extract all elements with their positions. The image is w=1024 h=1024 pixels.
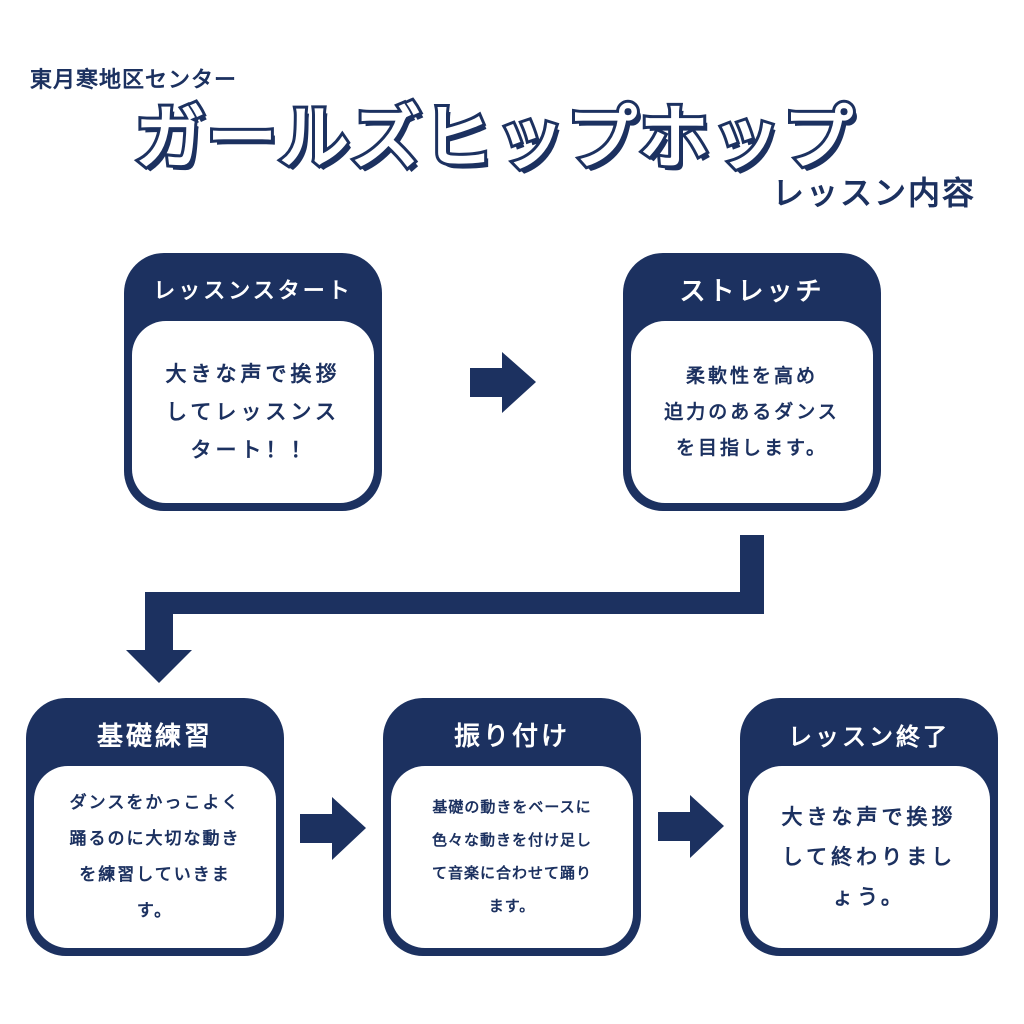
step-title: レッスン終了 [788, 722, 950, 751]
step-card-choreography: 振り付け 基礎の動きをベースに 色々な動きを付け足し て音楽に合わせて踊り ます… [383, 698, 641, 956]
step-title: レッスンスタート [153, 279, 353, 304]
step-card-basic-practice: 基礎練習 ダンスをかっこよく 踊るのに大切な動き を練習していきま す。 [26, 698, 284, 956]
step-description: 柔軟性を高め 迫力のあるダンス を目指します。 [631, 321, 873, 503]
step-description-line: ます。 [488, 897, 536, 915]
step-description-line: してレッスンス [166, 400, 340, 424]
step-description-line: 基礎の動きをベースに [432, 798, 592, 816]
step-description-line: を練習していきま [79, 865, 231, 885]
step-description: 大きな声で挨拶 して終わりまし ょう。 [748, 766, 990, 948]
arrow-down-head [126, 650, 192, 683]
step-card-lesson-end: レッスン終了 大きな声で挨拶 して終わりまし ょう。 [740, 698, 998, 956]
organization-name: 東月寒地区センター [30, 68, 238, 93]
step-card-stretch: ストレッチ 柔軟性を高め 迫力のあるダンス を目指します。 [623, 253, 881, 511]
step-description: ダンスをかっこよく 踊るのに大切な動き を練習していきま す。 [34, 766, 276, 948]
step-description-line: ょう。 [832, 885, 906, 909]
step-title: 基礎練習 [96, 721, 213, 752]
arrow-right-2 [300, 797, 366, 860]
step-description-line: 大きな声で挨拶 [165, 362, 341, 386]
step-title: 振り付け [453, 721, 570, 752]
step-description-line: 色々な動きを付け足し [431, 831, 592, 849]
step-description-line: を目指します。 [675, 437, 829, 459]
step-description-line: 迫力のあるダンス [664, 401, 840, 423]
step-description: 大きな声で挨拶 してレッスンス タート！！ [132, 321, 374, 503]
step-description-line: て音楽に合わせて踊り [431, 864, 592, 882]
step-description-line: 踊るのに大切な動き [69, 829, 241, 849]
step-description-line: 柔軟性を高め [685, 365, 818, 387]
step-description-line: して終わりまし [781, 845, 957, 869]
page-title: ガールズヒップホップ [132, 94, 856, 182]
step-description: 基礎の動きをベースに 色々な動きを付け足し て音楽に合わせて踊り ます。 [391, 766, 633, 948]
step-card-lesson-start: レッスンスタート 大きな声で挨拶 してレッスンス タート！！ [124, 253, 382, 511]
step-description-line: タート！！ [190, 438, 316, 462]
arrow-right-3 [658, 795, 724, 858]
elbow-connector [145, 535, 764, 650]
step-description-line: す。 [136, 901, 174, 921]
step-title: ストレッチ [679, 276, 825, 307]
arrow-right-1 [470, 352, 536, 413]
step-description-line: ダンスをかっこよく [69, 793, 241, 813]
page-subtitle: レッスン内容 [772, 174, 977, 212]
step-description-line: 大きな声で挨拶 [781, 805, 957, 829]
